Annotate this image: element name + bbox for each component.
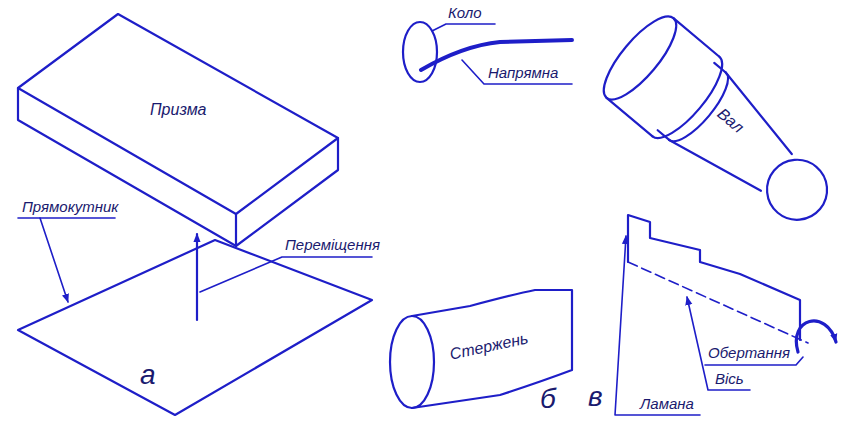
part-label: Переміщення: [285, 236, 380, 254]
part-label: Стержень: [448, 328, 530, 363]
part-label: Вал: [714, 104, 748, 137]
part-label: Прямокутник: [22, 198, 118, 216]
rotation-arrow: [796, 321, 836, 352]
part-label: Ламана: [640, 395, 694, 413]
part-label: Призма: [150, 100, 207, 119]
figure-letter: а: [140, 358, 156, 392]
leader-line: [615, 236, 700, 415]
part-label: Коло: [448, 4, 482, 22]
part-label: Напрямна: [488, 64, 558, 82]
polyline-profile: [628, 215, 800, 340]
leader-line: [462, 60, 572, 84]
motion-arrow: [196, 234, 198, 320]
leader-line: [18, 217, 115, 219]
part-label: Вісь: [715, 370, 744, 388]
leader-line: [687, 297, 750, 390]
leader-line: [200, 257, 372, 292]
shaft: [593, 7, 846, 249]
leader-line: [432, 24, 495, 31]
prism: [18, 14, 338, 246]
leader-line: [40, 218, 68, 302]
rectangle: [18, 240, 372, 415]
part-label: Обертання: [708, 344, 790, 362]
figure-letter: в: [588, 380, 603, 414]
axis-line: [628, 262, 808, 343]
figure-letter: б: [540, 382, 556, 416]
